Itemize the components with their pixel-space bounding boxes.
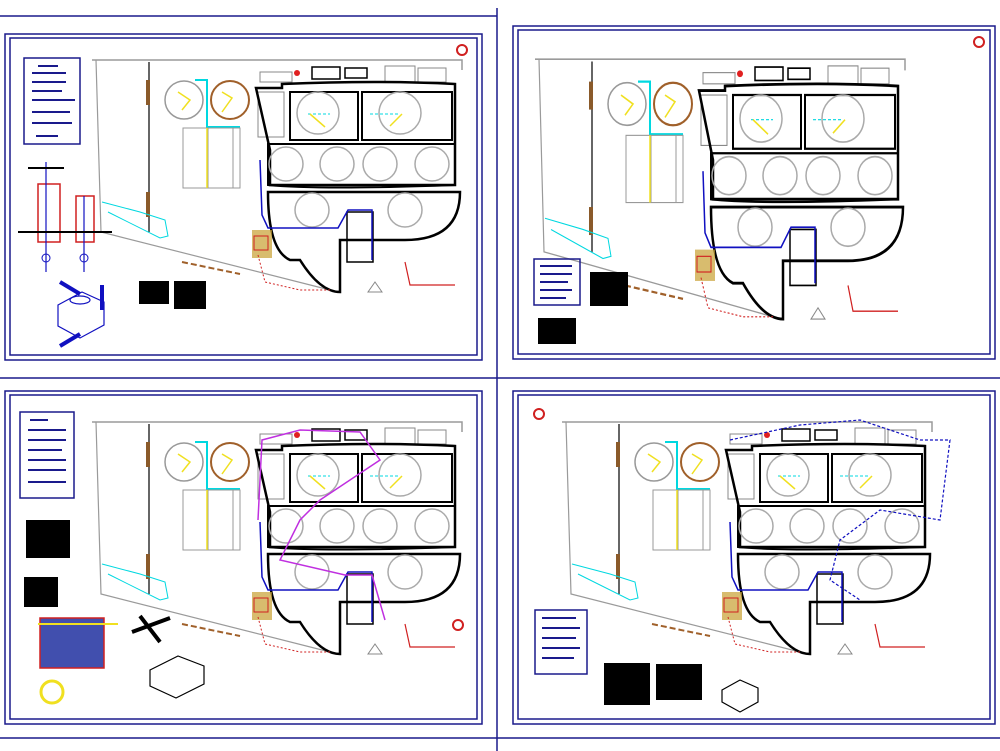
detail-section xyxy=(38,614,205,705)
lighting-network xyxy=(729,419,951,601)
north-arrow-icon xyxy=(456,44,468,56)
sheet-4-site-plan xyxy=(560,420,934,656)
equipment-isometric xyxy=(57,280,105,348)
sheet-3-legend xyxy=(19,411,75,499)
north-arrow-icon xyxy=(973,36,985,48)
title-blocks xyxy=(139,281,206,309)
sheet-3[interactable] xyxy=(4,390,483,725)
sheet-1[interactable] xyxy=(4,33,483,361)
title-blocks xyxy=(604,663,702,705)
single-line-diagram xyxy=(18,162,112,272)
sheet-2-frame xyxy=(512,25,996,360)
sheet-4-frame xyxy=(512,390,996,725)
north-arrow-icon xyxy=(452,619,464,631)
layout-grid xyxy=(0,8,1000,751)
equipment-isometric xyxy=(721,679,759,713)
sheet-2[interactable] xyxy=(512,25,996,360)
title-blocks xyxy=(538,272,628,344)
sheet-1-legend xyxy=(23,57,81,145)
sheet-1-site-plan xyxy=(90,58,464,294)
north-arrow-icon xyxy=(533,408,545,420)
control-network xyxy=(257,429,386,621)
sheet-3-site-plan xyxy=(90,420,464,656)
title-blocks xyxy=(24,520,70,607)
sheet-4-legend xyxy=(534,609,588,675)
sheet-4[interactable] xyxy=(512,390,996,725)
sheet-1-frame xyxy=(4,33,483,361)
sheet-3-frame xyxy=(4,390,483,725)
sheet-2-legend xyxy=(533,258,581,306)
